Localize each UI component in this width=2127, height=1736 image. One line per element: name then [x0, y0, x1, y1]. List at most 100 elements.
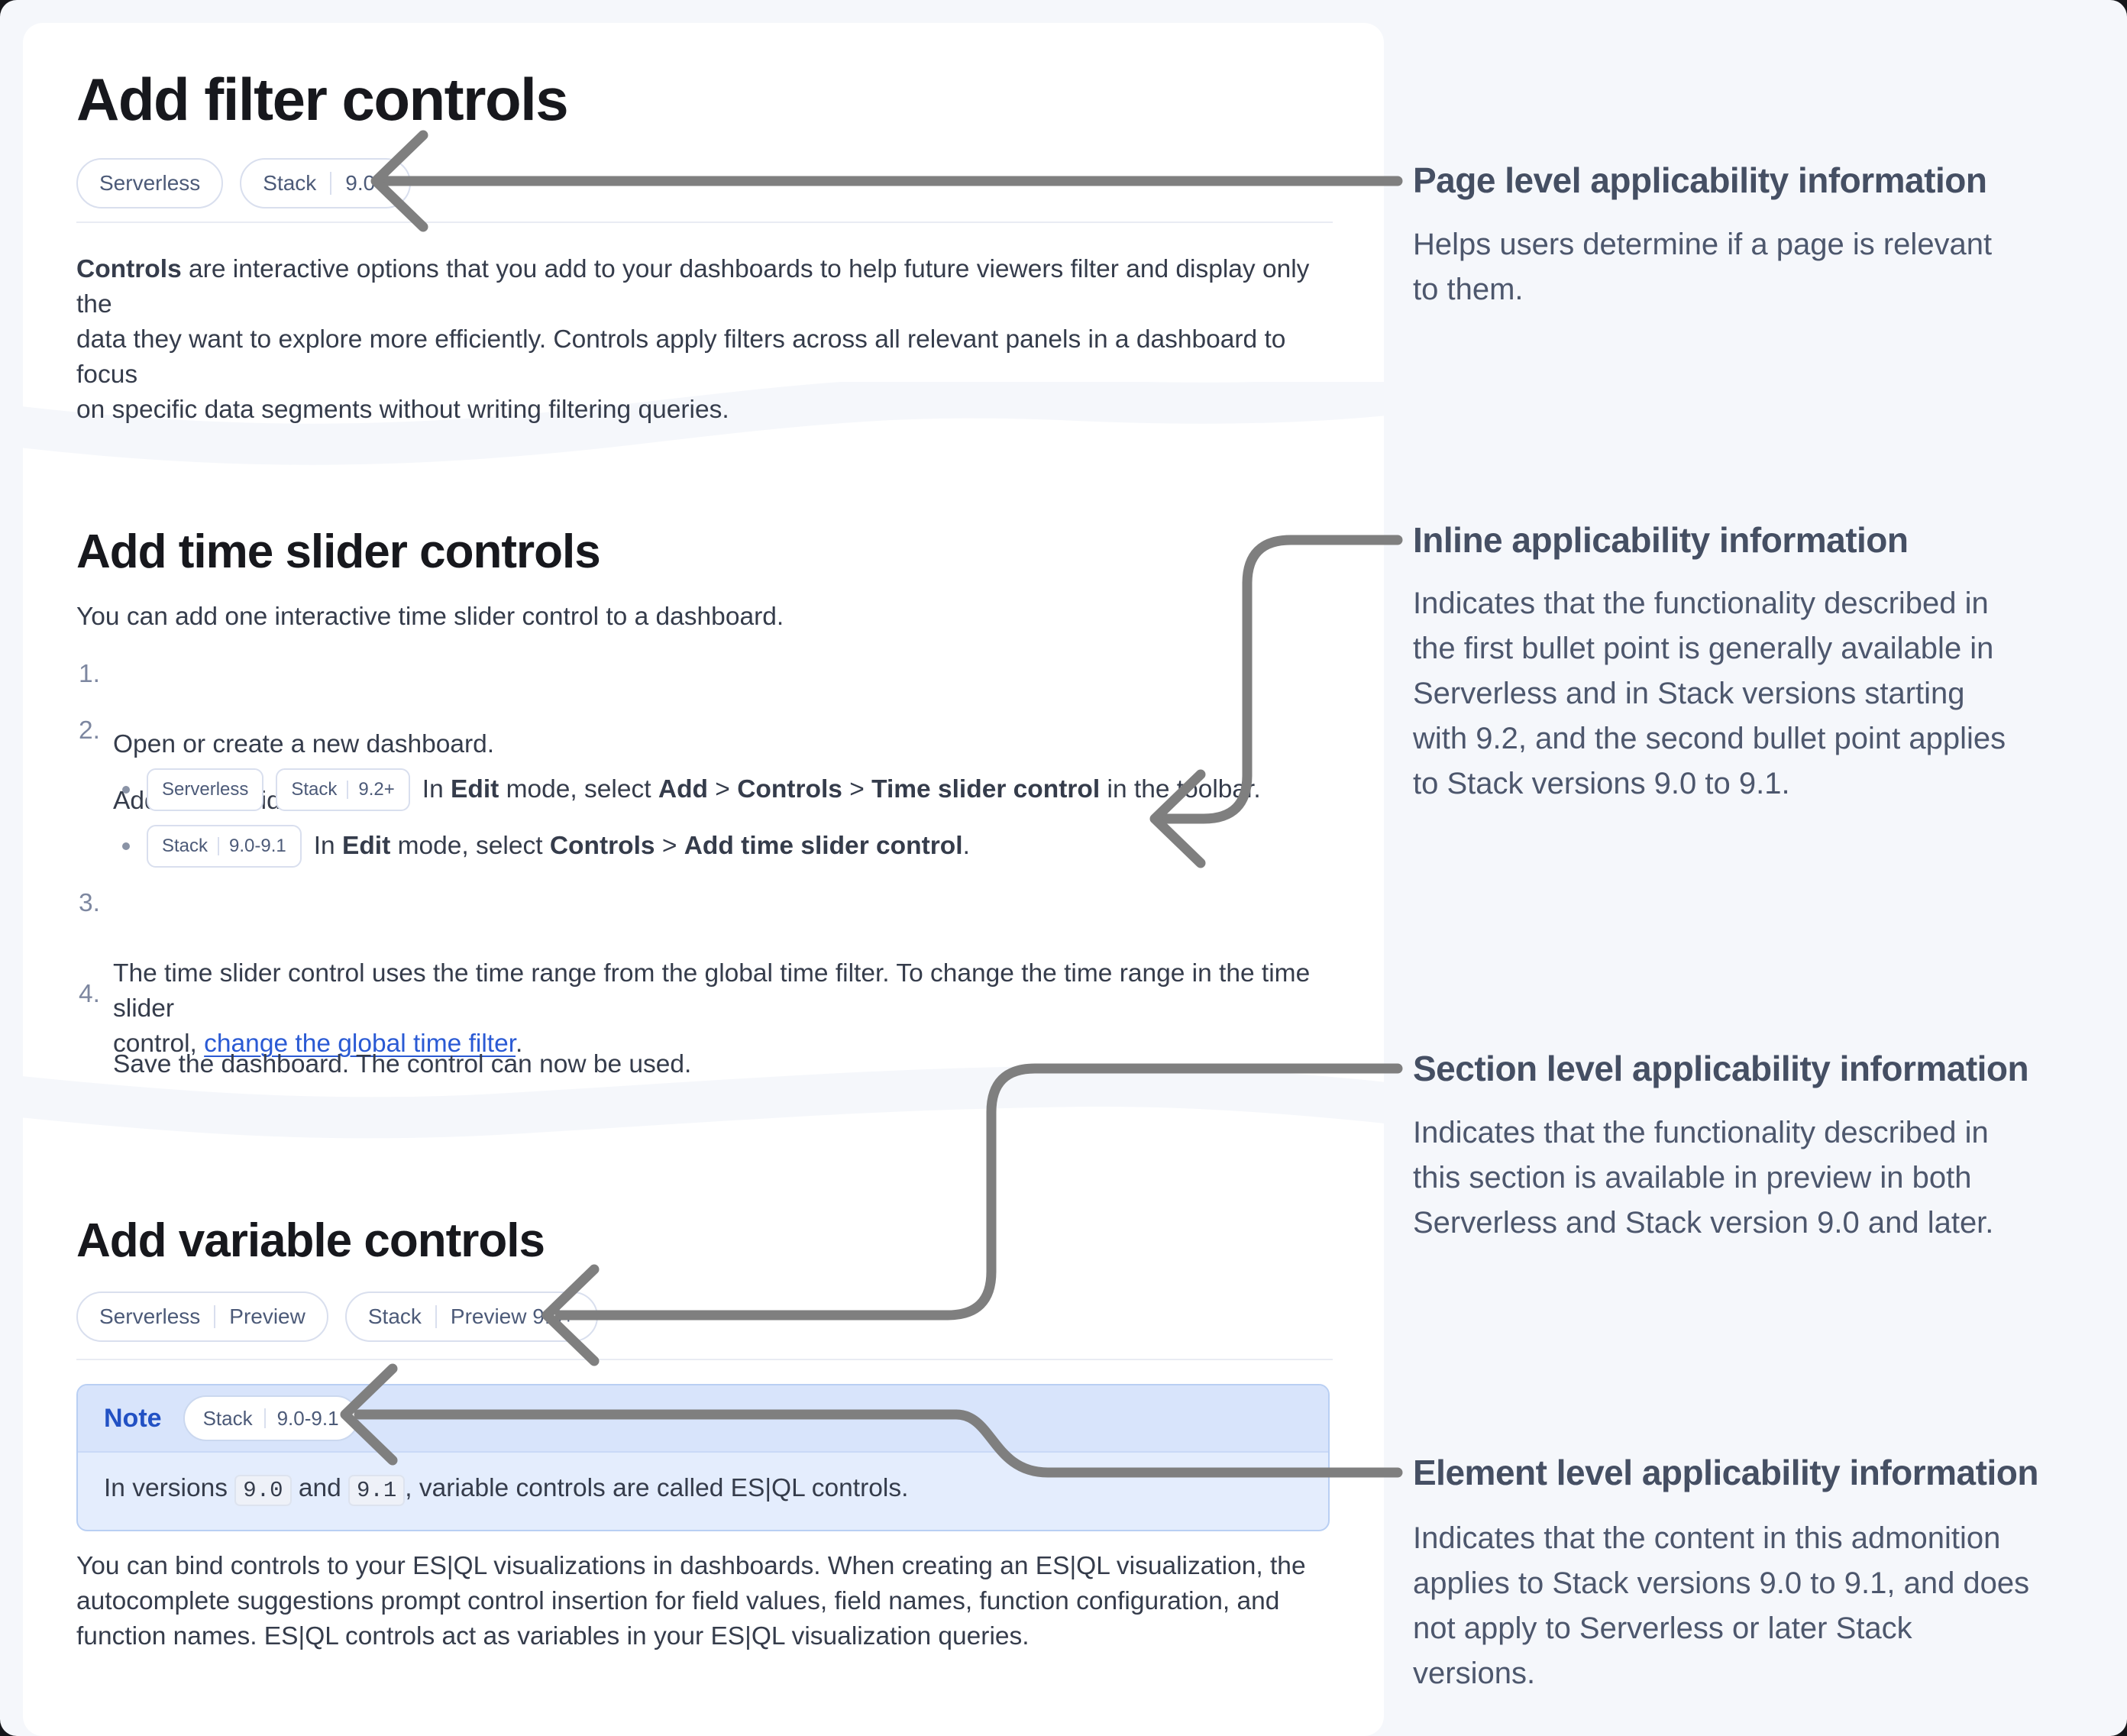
- step-marker: 4.: [79, 980, 100, 1008]
- time-slider-intro: You can add one interactive time slider …: [76, 603, 784, 631]
- sub-bullet-1: Serverless Stack 9.2+ In Edit mode, sele…: [122, 768, 1261, 811]
- inline-text: and: [291, 1474, 349, 1502]
- inline-bold: Controls: [737, 775, 842, 803]
- inline-bold: Controls: [549, 832, 655, 860]
- section-applicability-badges: Serverless Preview Stack Preview 9.0+: [76, 1291, 598, 1342]
- section-title-variable: Add variable controls: [76, 1214, 545, 1267]
- step-text: Open or create a new dashboard.: [113, 730, 494, 758]
- badge-label: Stack: [263, 171, 317, 195]
- bullet-icon: [122, 786, 130, 794]
- annotation-element-level-body: Indicates that the content in this admon…: [1413, 1516, 2116, 1696]
- badge-serverless: Serverless: [147, 768, 264, 811]
- badge-stack-version: Stack 9.0-9.1: [147, 825, 302, 868]
- section-divider: [76, 221, 1333, 223]
- badge-serverless-preview: Serverless Preview: [76, 1291, 328, 1342]
- annotation-body: Indicates that the functionality describ…: [1413, 1116, 1994, 1240]
- bullet-text: In Edit mode, select Add > Controls > Ti…: [422, 775, 1261, 804]
- inline-bold: Add time slider control: [684, 832, 963, 860]
- inline-bold: Controls: [76, 255, 182, 283]
- badge-version: 9.2+: [358, 779, 395, 800]
- annotation-element-level: Element level applicability information: [1413, 1452, 2116, 1493]
- badge-lifecycle: Preview: [229, 1304, 305, 1328]
- badge-stack-preview-version: Stack Preview 9.0+: [344, 1291, 598, 1342]
- step-3: 3. The time slider control uses the time…: [79, 886, 1335, 1062]
- step-text: The time slider control uses the time ra…: [113, 959, 1310, 1058]
- badge-label: Serverless: [99, 1304, 201, 1328]
- section-title-time-slider: Add time slider controls: [76, 525, 601, 578]
- note-body: In versions 9.0 and 9.1, variable contro…: [78, 1453, 1328, 1530]
- annotation-body: Helps users determine if a page is relev…: [1413, 228, 1993, 306]
- annotation-title: Page level applicability information: [1413, 160, 1987, 200]
- bullet-icon: [122, 842, 130, 850]
- step-marker: 2.: [79, 716, 100, 745]
- badge-label: Stack: [367, 1304, 422, 1328]
- annotation-section-level-body: Indicates that the functionality describ…: [1413, 1110, 2116, 1246]
- badge-divider: [435, 1305, 437, 1328]
- inline-text: The time slider control uses the time ra…: [113, 959, 1311, 1058]
- inline-text: are interactive options that you add to …: [76, 255, 1310, 424]
- section-divider: [76, 1359, 1333, 1360]
- inline-text: .: [516, 1030, 523, 1058]
- note-header: Note Stack 9.0-9.1: [78, 1385, 1328, 1453]
- inline-text: mode, select: [390, 832, 550, 860]
- badge-divider: [330, 172, 332, 195]
- annotation-title: Section level applicability information: [1413, 1049, 2029, 1088]
- badge-version: 9.0-9.1: [229, 836, 286, 856]
- badge-version: 9.0-9.1: [276, 1406, 339, 1430]
- step-4: 4. Save the dashboard. The control can n…: [79, 977, 1335, 1082]
- inline-text: .: [962, 832, 970, 860]
- inline-text: In versions: [104, 1474, 235, 1502]
- annotation-section-level: Section level applicability information: [1413, 1048, 2116, 1089]
- inline-bold: Edit: [451, 775, 499, 803]
- badge-divider: [347, 781, 349, 799]
- page-title: Add filter controls: [76, 66, 569, 133]
- badge-label: Serverless: [99, 171, 201, 195]
- badge-divider: [214, 1305, 216, 1328]
- note-admonition: Note Stack 9.0-9.1 In versions 9.0 and 9…: [76, 1384, 1330, 1531]
- inline-text: In: [422, 775, 451, 803]
- inline-link[interactable]: change the global time filter: [204, 1030, 516, 1058]
- badge-version: 9.0+: [345, 171, 388, 195]
- annotation-body: Indicates that the content in this admon…: [1413, 1521, 2030, 1690]
- inline-code: 9.0: [234, 1475, 292, 1506]
- annotation-page-level: Page level applicability information: [1413, 160, 2116, 201]
- inline-text: Save the dashboard. The control can now …: [113, 1050, 692, 1078]
- inline-text: in the toolbar.: [1100, 775, 1261, 803]
- annotation-inline-level: Inline applicability information: [1413, 519, 2116, 561]
- badge-stack-version: Stack 9.0-9.1: [183, 1395, 359, 1441]
- inline-bold: Edit: [342, 832, 391, 860]
- badge-label: Stack: [291, 779, 338, 800]
- badge-stack-version: Stack 9.0+: [240, 158, 411, 209]
- variable-paragraph: You can bind controls to your ES|QL visu…: [76, 1552, 1306, 1650]
- badge-divider: [218, 837, 220, 855]
- badge-divider: [263, 1408, 266, 1428]
- inline-bold: Add: [658, 775, 708, 803]
- annotation-page-level-body: Helps users determine if a page is relev…: [1413, 222, 2116, 312]
- inline-text: >: [655, 832, 684, 860]
- step-text: Save the dashboard. The control can now …: [113, 1050, 691, 1078]
- inline-text: >: [842, 775, 872, 803]
- badge-lifecycle-version: Preview 9.0+: [450, 1304, 575, 1328]
- inline-text: In: [313, 832, 342, 860]
- annotation-title: Element level applicability information: [1413, 1453, 2038, 1492]
- badge-label: Serverless: [162, 779, 249, 800]
- intro-paragraph: Controls are interactive options that yo…: [76, 252, 1314, 428]
- annotation-inline-level-body: Indicates that the functionality describ…: [1413, 581, 2116, 807]
- inline-text: >: [708, 775, 738, 803]
- step-1: 1. Open or create a new dashboard.: [79, 657, 1335, 762]
- sub-bullet-2: Stack 9.0-9.1 In Edit mode, select Contr…: [122, 825, 970, 868]
- annotation-body: Indicates that the functionality describ…: [1413, 587, 2006, 800]
- badge-serverless: Serverless: [76, 158, 224, 209]
- badge-stack-version: Stack 9.2+: [276, 768, 410, 811]
- bullet-text: In Edit mode, select Controls > Add time…: [314, 832, 970, 861]
- note-label: Note: [104, 1403, 162, 1433]
- inline-code: 9.1: [348, 1475, 406, 1506]
- step-marker: 1.: [79, 660, 100, 688]
- step-marker: 3.: [79, 889, 100, 917]
- inline-bold: Time slider control: [871, 775, 1101, 803]
- page-applicability-badges: Serverless Stack 9.0+: [76, 158, 411, 209]
- inline-text: mode, select: [499, 775, 658, 803]
- inline-text: Open or create a new dashboard.: [113, 730, 495, 758]
- badge-label: Stack: [162, 836, 208, 856]
